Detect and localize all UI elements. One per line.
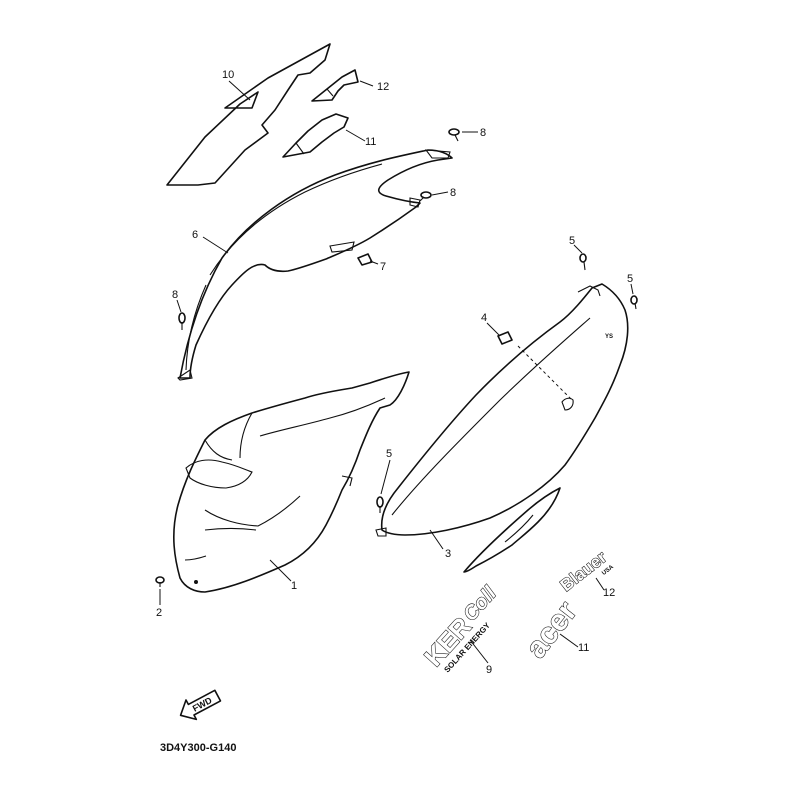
label-10: 10: [222, 69, 234, 81]
screw-5-right: [630, 295, 638, 310]
label-11-lower: 11: [578, 642, 589, 654]
screw-5-lower: [376, 496, 384, 513]
part-12-small-sticker: [311, 69, 359, 102]
fwd-arrow-icon: FWD: [179, 689, 222, 721]
clip-icon: [497, 331, 513, 345]
part-1-front-body-cover: [173, 371, 410, 593]
label-1: 1: [291, 580, 297, 592]
lower-stripe-sticker: [463, 487, 561, 573]
label-6: 6: [192, 229, 198, 241]
part-10-side-panel-sticker: [166, 43, 331, 186]
screw-icon: [376, 496, 384, 508]
screw-5-top: [579, 253, 587, 271]
part-3-emblem: YS: [605, 334, 613, 340]
label-5-top: 5: [569, 235, 575, 247]
label-8-top: 8: [480, 127, 486, 139]
decal-9-kercoll: KER Coll SOLAR ENERGY: [418, 582, 502, 675]
part-11-small-sticker: [282, 113, 349, 158]
label-12-lower: 12: [603, 587, 615, 599]
label-12-upper: 12: [377, 81, 389, 93]
label-3: 3: [445, 548, 451, 560]
label-8-middle: 8: [450, 187, 456, 199]
decal-11-text: acer: [520, 595, 584, 664]
callout-labels: 10 12 11 8 8 6 7 8 5 5 4 5 1 3 2 9 11 12: [156, 69, 633, 676]
label-9: 9: [486, 664, 492, 676]
screw-icon: [178, 312, 186, 324]
label-5-right: 5: [627, 273, 633, 285]
decal-9-script: Coll: [459, 582, 501, 625]
screw-8-middle: [419, 191, 432, 202]
label-7: 7: [380, 261, 386, 273]
label-8-left: 8: [172, 289, 178, 301]
part-6-upper-side-cover: [177, 149, 453, 381]
screw-icon: [420, 191, 432, 199]
label-11-upper: 11: [365, 136, 376, 148]
part-4-clip: [497, 331, 513, 345]
part-3-side-cover: YS: [375, 283, 629, 537]
diagram-code: 3D4Y300-G140: [160, 742, 236, 754]
screw-8-top: [448, 128, 460, 142]
clip-icon: [357, 253, 373, 266]
decal-11-acer: acer: [519, 595, 584, 665]
screw-icon: [579, 253, 587, 263]
leader-lines: [159, 80, 634, 664]
screw-8-left: [178, 312, 186, 330]
part-7-clip: [357, 253, 373, 266]
label-5-lower: 5: [386, 448, 392, 460]
label-4: 4: [481, 312, 487, 324]
screw-icon: [448, 128, 460, 136]
screw-2: [155, 576, 165, 587]
screw-icon: [630, 295, 638, 305]
label-2: 2: [156, 607, 162, 619]
